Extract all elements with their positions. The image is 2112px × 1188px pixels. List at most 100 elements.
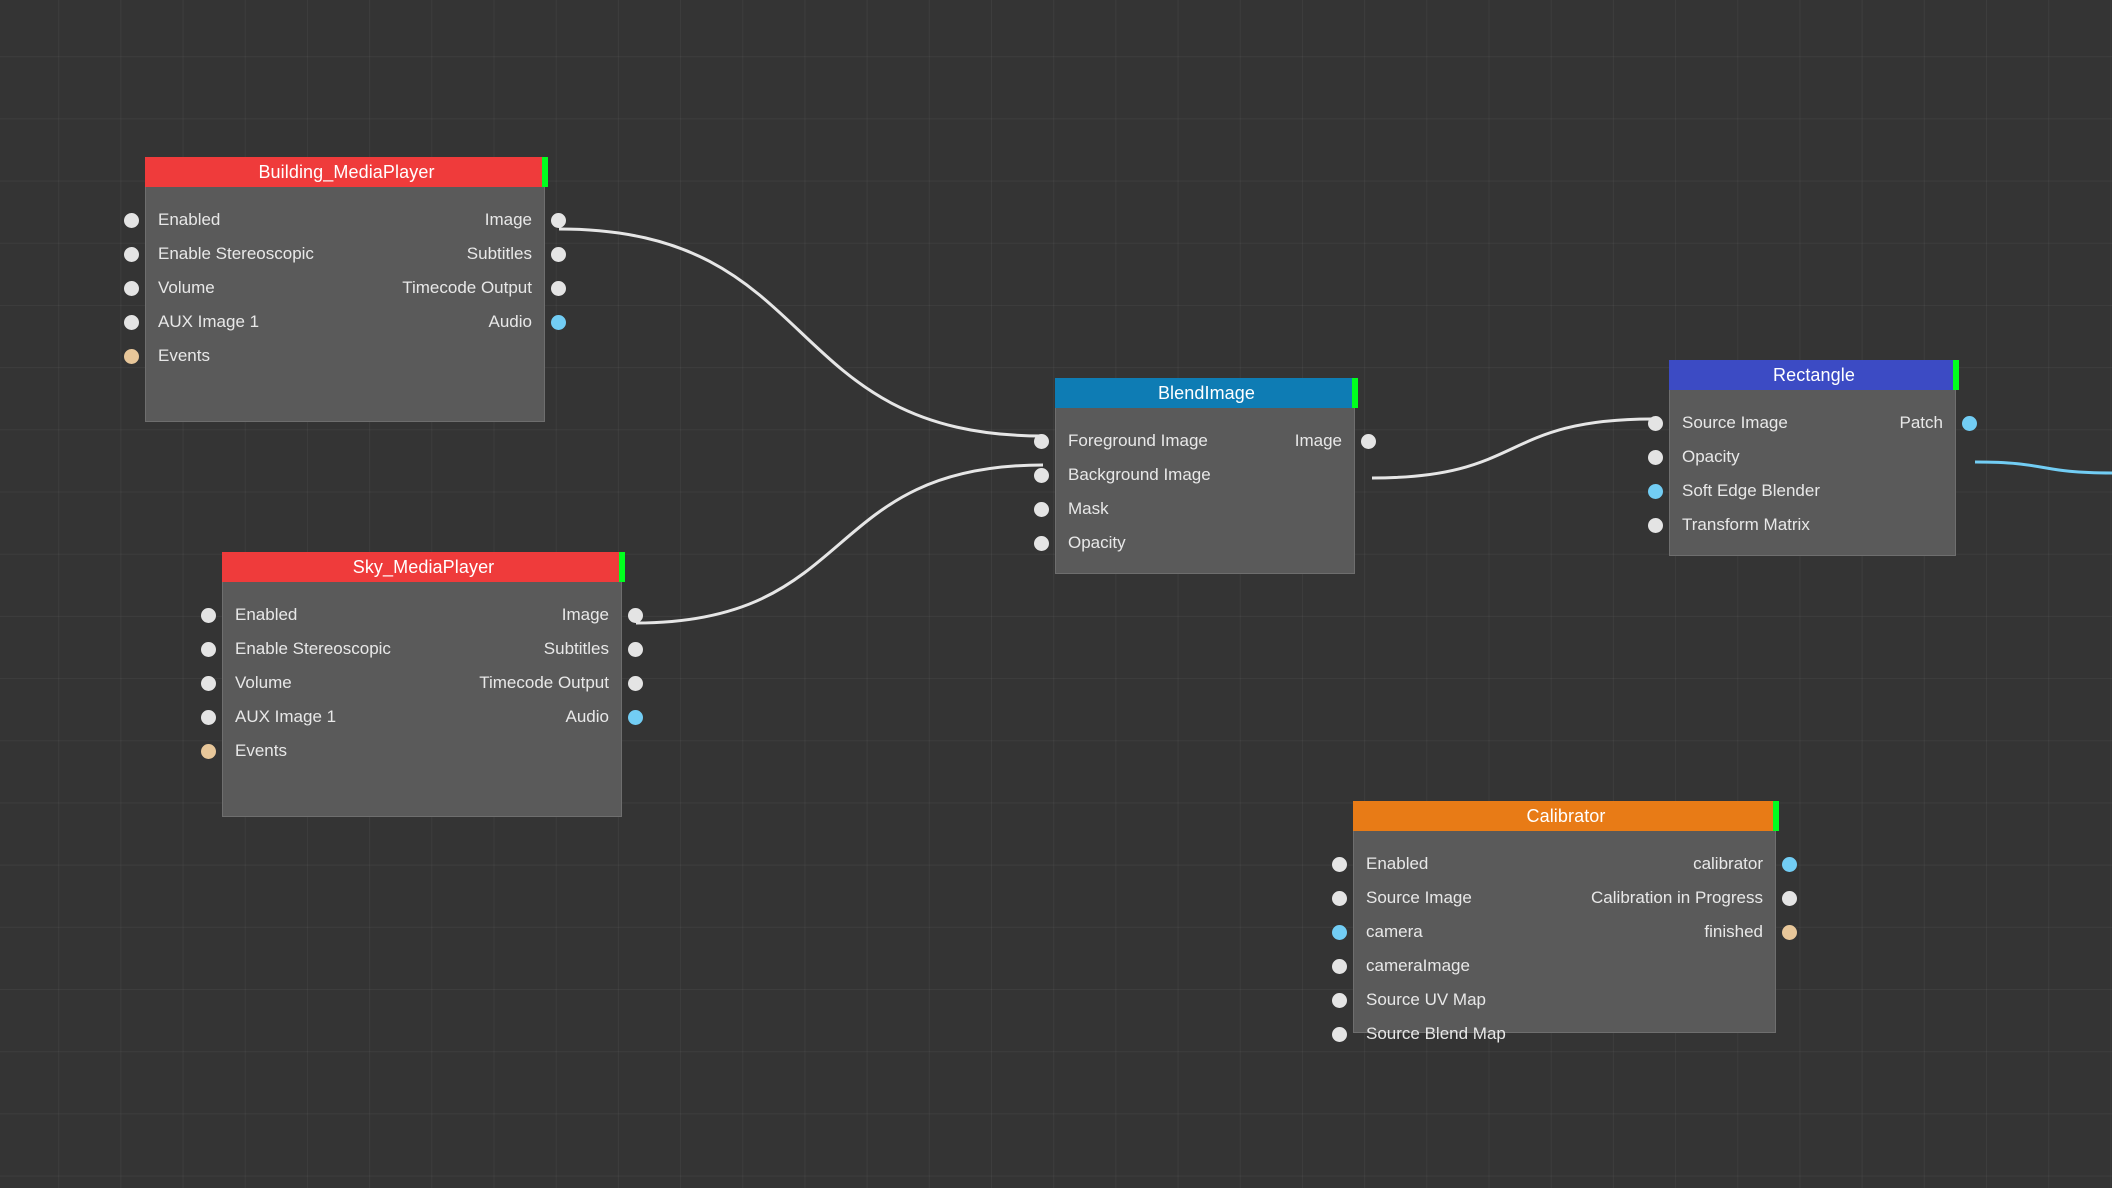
output-port-dot[interactable]: [1782, 924, 1797, 940]
input-port-dot[interactable]: [1034, 501, 1049, 517]
output-port-dot[interactable]: [628, 641, 643, 657]
output-port-dot[interactable]: [1962, 415, 1977, 431]
input-row[interactable]: Foreground Image: [1034, 424, 1354, 458]
wire-building-image-to-blend-foreground[interactable]: [558, 227, 1044, 438]
input-port-dot[interactable]: [201, 743, 216, 759]
output-port-dot[interactable]: [551, 314, 566, 330]
output-row[interactable]: Patch: [1668, 406, 1977, 440]
input-row[interactable]: Opacity: [1648, 440, 1955, 474]
input-port-dot[interactable]: [1648, 449, 1663, 465]
input-row[interactable]: AUX Image 1: [201, 700, 621, 734]
output-port-dot[interactable]: [628, 607, 643, 623]
input-row[interactable]: Enable Stereoscopic: [201, 632, 621, 666]
input-row[interactable]: Enabled: [124, 203, 544, 237]
output-row[interactable]: finished: [1352, 915, 1797, 949]
input-row[interactable]: Enabled: [201, 598, 621, 632]
input-port-label: Events: [235, 741, 287, 760]
output-port-dot[interactable]: [628, 709, 643, 725]
output-row[interactable]: Image: [1054, 424, 1376, 458]
node-title-sky-mediaplayer[interactable]: Sky_MediaPlayer: [222, 552, 625, 582]
input-port-label: Foreground Image: [1068, 431, 1208, 450]
node-status-accent-bar: [542, 157, 548, 187]
node-title-blendimage[interactable]: BlendImage: [1055, 378, 1358, 408]
input-port-dot[interactable]: [1332, 924, 1347, 940]
output-row[interactable]: Image: [144, 203, 566, 237]
input-row[interactable]: Enabled: [1332, 847, 1775, 881]
output-port-dot[interactable]: [628, 675, 643, 691]
wire-blend-image-to-rectangle-source[interactable]: [1371, 417, 1654, 480]
input-port-dot[interactable]: [201, 607, 216, 623]
input-port-dot[interactable]: [201, 641, 216, 657]
input-port-dot[interactable]: [124, 246, 139, 262]
input-row[interactable]: Source UV Map: [1332, 983, 1775, 1017]
input-port-dot[interactable]: [124, 212, 139, 228]
input-port-label: Source UV Map: [1366, 990, 1486, 1009]
input-row[interactable]: Volume: [201, 666, 621, 700]
input-row[interactable]: Source Image: [1648, 406, 1955, 440]
input-port-dot[interactable]: [1648, 483, 1663, 499]
input-row[interactable]: Enable Stereoscopic: [124, 237, 544, 271]
wire-sky-image-to-blend-background[interactable]: [635, 463, 1044, 625]
node-status-accent-bar: [1352, 378, 1358, 408]
input-row[interactable]: camera: [1332, 915, 1775, 949]
output-row[interactable]: Audio: [144, 305, 566, 339]
output-port-dot[interactable]: [551, 280, 566, 296]
output-row[interactable]: Timecode Output: [144, 271, 566, 305]
input-port-dot[interactable]: [1648, 415, 1663, 431]
input-port-dot[interactable]: [1034, 535, 1049, 551]
output-row[interactable]: Subtitles: [221, 632, 643, 666]
input-port-dot[interactable]: [124, 314, 139, 330]
input-row[interactable]: Opacity: [1034, 526, 1354, 560]
output-row[interactable]: calibrator: [1352, 847, 1797, 881]
wire-rectangle-patch-out[interactable]: [1974, 460, 2112, 475]
output-port-dot[interactable]: [551, 212, 566, 228]
input-port-dot[interactable]: [1332, 958, 1347, 974]
input-row[interactable]: Source Image: [1332, 881, 1775, 915]
input-row[interactable]: Events: [201, 734, 621, 768]
input-port-dot[interactable]: [1034, 467, 1049, 483]
input-row[interactable]: cameraImage: [1332, 949, 1775, 983]
input-port-dot[interactable]: [1648, 517, 1663, 533]
output-row[interactable]: Calibration in Progress: [1352, 881, 1797, 915]
input-port-dot[interactable]: [1332, 890, 1347, 906]
input-port-dot[interactable]: [1034, 433, 1049, 449]
output-port-dot[interactable]: [1361, 433, 1376, 449]
input-port-dot[interactable]: [1332, 992, 1347, 1008]
output-port-dot[interactable]: [1782, 856, 1797, 872]
input-row[interactable]: Source Blend Map: [1332, 1017, 1775, 1051]
input-row[interactable]: Mask: [1034, 492, 1354, 526]
output-port-dot[interactable]: [1782, 890, 1797, 906]
input-port-dot[interactable]: [1332, 1026, 1347, 1042]
input-row[interactable]: Volume: [124, 271, 544, 305]
output-row[interactable]: Timecode Output: [221, 666, 643, 700]
input-port-dot[interactable]: [1332, 856, 1347, 872]
output-port-list: Patch: [1668, 406, 1977, 440]
node-title-building-mediaplayer[interactable]: Building_MediaPlayer: [145, 157, 548, 187]
input-row[interactable]: AUX Image 1: [124, 305, 544, 339]
input-port-dot[interactable]: [124, 348, 139, 364]
output-port-dot[interactable]: [551, 246, 566, 262]
output-row[interactable]: Subtitles: [144, 237, 566, 271]
node-title-calibrator[interactable]: Calibrator: [1353, 801, 1779, 831]
input-row[interactable]: Transform Matrix: [1648, 508, 1955, 542]
output-row[interactable]: Image: [221, 598, 643, 632]
node-title-rectangle[interactable]: Rectangle: [1669, 360, 1959, 390]
input-row[interactable]: Soft Edge Blender: [1648, 474, 1955, 508]
output-port-label: Calibration in Progress: [1591, 888, 1763, 907]
input-port-dot[interactable]: [124, 280, 139, 296]
input-port-dot[interactable]: [201, 709, 216, 725]
input-row[interactable]: Events: [124, 339, 544, 373]
input-row[interactable]: Background Image: [1034, 458, 1354, 492]
output-row[interactable]: Audio: [221, 700, 643, 734]
input-port-dot[interactable]: [201, 675, 216, 691]
